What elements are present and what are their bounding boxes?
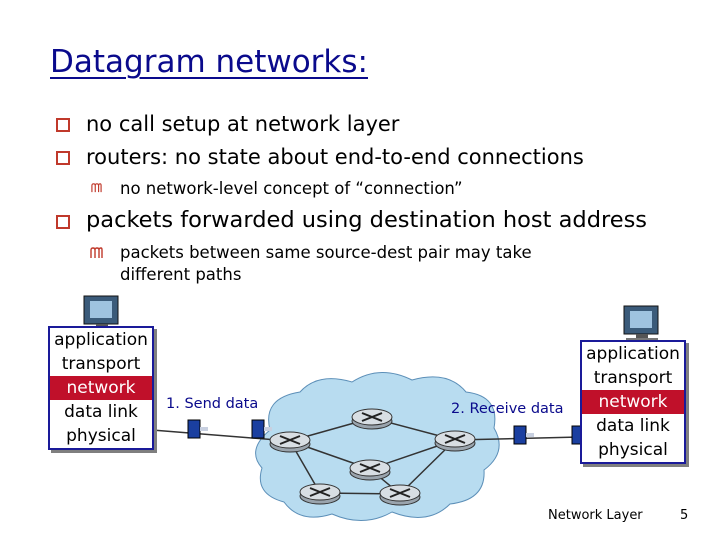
sub-bullet-2-line1: packets between same source-dest pair ma… [120, 243, 532, 262]
slide-title: Datagram networks: [50, 44, 368, 80]
router-icon [379, 484, 421, 506]
router-icon [299, 483, 341, 505]
sub-bullet-icon [90, 247, 103, 258]
send-data-label: 1. Send data [166, 396, 259, 412]
layer-transport: transport [593, 368, 673, 388]
sub-bullet-icon [91, 183, 102, 193]
bullet-1-text: no call setup at network layer [86, 112, 400, 136]
footer-section: Network Layer [548, 508, 643, 523]
packet-icon [513, 425, 534, 445]
layer-network: network [50, 376, 152, 400]
computer-icon [623, 305, 659, 343]
layer-application: application [54, 330, 148, 350]
layer-physical: physical [598, 440, 668, 460]
packet-icon [251, 419, 272, 439]
checkbox-bullet-icon [56, 215, 70, 229]
sub-bullet-2-line2: different paths [120, 265, 242, 284]
receive-data-label: 2. Receive data [451, 401, 564, 417]
right-protocol-stack: application transport network data link … [580, 340, 686, 464]
sub-bullet-1-text: no network-level concept of “connection” [120, 179, 463, 198]
checkbox-bullet-icon [56, 118, 70, 132]
page-number: 5 [680, 508, 689, 523]
layer-network: network [582, 390, 684, 414]
router-icon [349, 459, 391, 481]
layer-physical: physical [66, 426, 136, 446]
router-icon [351, 408, 393, 430]
packet-icon [187, 419, 208, 439]
router-icon [269, 431, 311, 453]
network-cloud [255, 371, 500, 522]
layer-data-link: data link [64, 402, 138, 422]
layer-transport: transport [61, 354, 141, 374]
bullet-2-text: routers: no state about end-to-end conne… [86, 145, 584, 169]
checkbox-bullet-icon [56, 151, 70, 165]
bullet-3-text: packets forwarded using destination host… [86, 207, 648, 233]
layer-data-link: data link [596, 416, 670, 436]
layer-application: application [586, 344, 680, 364]
left-protocol-stack: application transport network data link … [48, 326, 154, 450]
router-icon [434, 430, 476, 452]
